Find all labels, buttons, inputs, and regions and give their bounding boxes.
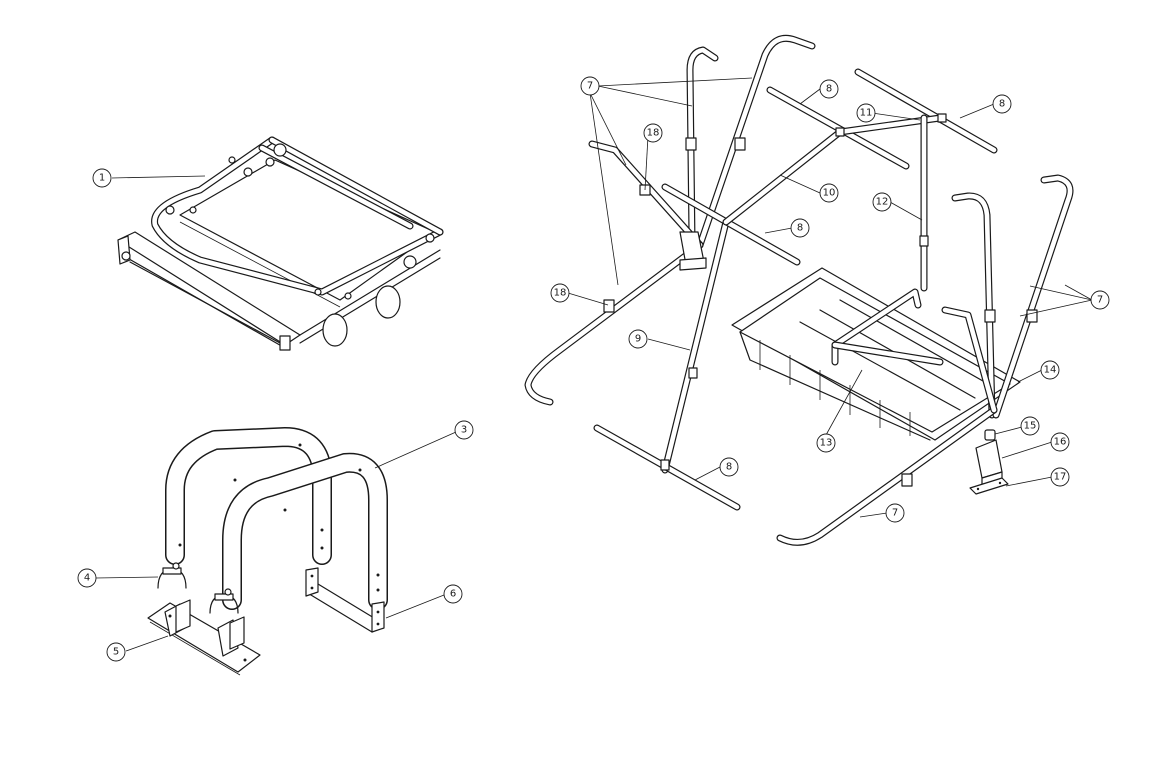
callout-8-bottom: 8: [719, 457, 739, 477]
part-1-sled-frame: [117, 136, 444, 351]
leader-3: [374, 431, 457, 469]
callout-label: 12: [876, 197, 889, 208]
callout-label: 8: [797, 223, 803, 234]
callout-label: 18: [647, 128, 660, 139]
callout-12: 12: [872, 192, 892, 212]
callout-14: 14: [1040, 360, 1060, 380]
callout-label: 15: [1024, 421, 1037, 432]
part-15-cap: [984, 429, 996, 441]
callout-label: 9: [635, 334, 641, 345]
callout-label: 11: [860, 108, 873, 119]
callout-8-top-right: 8: [992, 94, 1012, 114]
callout-label: 8: [726, 462, 732, 473]
leader-6: [385, 594, 445, 619]
callout-label: 7: [892, 508, 898, 519]
callout-16: 16: [1050, 432, 1070, 452]
callout-4: 4: [77, 568, 97, 588]
part-5-base-plate: [147, 599, 261, 676]
callout-11: 11: [856, 103, 876, 123]
callout-7-right: 7: [1090, 290, 1110, 310]
part-6-bracket-bar: [305, 567, 385, 633]
shelter-frame: [524, 34, 998, 511]
leader-1: [111, 175, 206, 179]
callout-9: 9: [628, 329, 648, 349]
callout-1: 1: [92, 168, 112, 188]
callout-label: 10: [823, 188, 836, 199]
callout-label: 3: [461, 425, 467, 436]
callout-8-top-middle: 8: [819, 79, 839, 99]
callout-7-bottom: 7: [885, 503, 905, 523]
callout-label: 6: [450, 589, 456, 600]
callout-7-top-left: 7: [580, 76, 600, 96]
callout-8-middle: 8: [790, 218, 810, 238]
part-7-right-tubes: [776, 174, 1074, 546]
callout-label: 1: [99, 173, 105, 184]
callout-3: 3: [454, 420, 474, 440]
callout-13: 13: [816, 433, 836, 453]
callout-label: 5: [113, 647, 119, 658]
callout-label: 13: [820, 438, 833, 449]
callout-label: 14: [1044, 365, 1057, 376]
callout-label: 16: [1054, 437, 1067, 448]
callout-17: 17: [1050, 467, 1070, 487]
callout-label: 7: [587, 81, 593, 92]
part-3-u-handles: [165, 427, 388, 610]
part-13-inner-bar: [831, 288, 944, 366]
leader-5: [125, 635, 169, 652]
callout-label: 8: [999, 99, 1005, 110]
callout-label: 18: [554, 288, 567, 299]
callout-5: 5: [106, 642, 126, 662]
part-4-clevis-pins: [157, 562, 239, 614]
callout-label: 17: [1054, 472, 1067, 483]
callout-10: 10: [819, 183, 839, 203]
callout-6: 6: [443, 584, 463, 604]
part-17-flat-plate: [969, 477, 1009, 495]
callout-label: 7: [1097, 295, 1103, 306]
callout-label: 8: [826, 84, 832, 95]
callout-label: 4: [84, 573, 90, 584]
callout-18-upper: 18: [643, 123, 663, 143]
leader-4: [95, 576, 159, 579]
callout-18-lower: 18: [550, 283, 570, 303]
shelter-leaders: [567, 77, 1093, 518]
callout-15: 15: [1020, 416, 1040, 436]
